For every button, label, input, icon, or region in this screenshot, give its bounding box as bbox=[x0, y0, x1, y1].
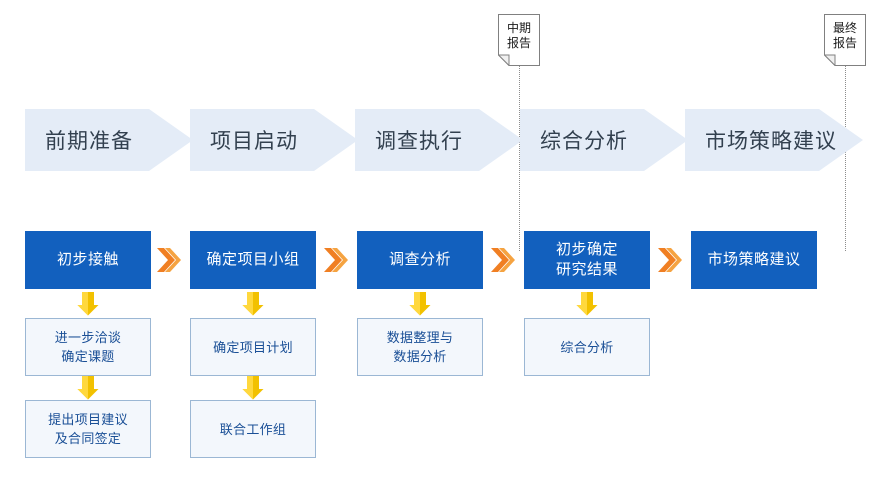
milestone-dotted-line-final bbox=[845, 66, 846, 251]
step-box-label-5: 市场策略建议 bbox=[707, 251, 801, 268]
document-icon bbox=[498, 14, 540, 66]
sub-box-1b[interactable]: 提出项目建议 及合同签定 bbox=[25, 400, 151, 458]
milestone-flag-final-report[interactable]: 最终 报告 bbox=[824, 14, 866, 66]
down-arrow-3a bbox=[409, 292, 431, 316]
down-arrow-2a bbox=[242, 292, 264, 316]
double-chevron-right-icon bbox=[157, 248, 181, 272]
sub-box-2a[interactable]: 确定项目计划 bbox=[190, 318, 316, 376]
milestone-label-final-report: 最终 报告 bbox=[832, 21, 857, 50]
document-icon bbox=[824, 14, 866, 66]
phase-chevron-3[interactable]: 调查执行 bbox=[355, 101, 523, 179]
arrow-down-icon bbox=[576, 292, 598, 316]
step-box-2[interactable]: 确定项目小组 bbox=[190, 231, 316, 289]
sub-box-3a[interactable]: 数据整理与 数据分析 bbox=[357, 318, 483, 376]
down-arrow-2b bbox=[242, 376, 264, 400]
phase-label-5: 市场策略建议 bbox=[705, 130, 837, 153]
arrow-down-icon bbox=[409, 292, 431, 316]
down-arrow-4a bbox=[576, 292, 598, 316]
phase-chevron-1[interactable]: 前期准备 bbox=[25, 101, 193, 179]
step-box-4[interactable]: 初步确定 研究结果 bbox=[524, 231, 650, 289]
phase-label-1: 前期准备 bbox=[45, 130, 133, 153]
sub-box-label-3a: 数据整理与 数据分析 bbox=[386, 330, 454, 364]
step-box-label-1: 初步接触 bbox=[56, 251, 119, 268]
sub-box-4a[interactable]: 综合分析 bbox=[524, 318, 650, 376]
orange-arrow-2 bbox=[323, 246, 349, 274]
step-box-5[interactable]: 市场策略建议 bbox=[691, 231, 817, 289]
down-arrow-1a bbox=[77, 292, 99, 316]
double-chevron-right-icon bbox=[324, 248, 348, 272]
phase-label-4: 综合分析 bbox=[540, 130, 628, 153]
arrow-down-icon bbox=[77, 292, 99, 316]
orange-arrow-1 bbox=[156, 246, 182, 274]
phase-label-3: 调查执行 bbox=[375, 130, 463, 153]
double-chevron-right-icon bbox=[491, 248, 515, 272]
sub-box-label-2a: 确定项目计划 bbox=[213, 339, 293, 355]
phase-label-2: 项目启动 bbox=[210, 130, 298, 153]
sub-box-1a[interactable]: 进一步洽谈 确定课题 bbox=[25, 318, 151, 376]
phase-chevron-5[interactable]: 市场策略建议 bbox=[685, 101, 863, 179]
sub-box-label-2b: 联合工作组 bbox=[219, 421, 287, 437]
double-chevron-right-icon bbox=[658, 248, 682, 272]
arrow-down-icon bbox=[242, 376, 264, 400]
step-box-3[interactable]: 调查分析 bbox=[357, 231, 483, 289]
sub-box-label-1a: 进一步洽谈 确定课题 bbox=[54, 330, 122, 364]
arrow-down-icon bbox=[242, 292, 264, 316]
arrow-down-icon bbox=[77, 376, 99, 400]
step-box-label-3: 调查分析 bbox=[388, 251, 451, 268]
step-box-1[interactable]: 初步接触 bbox=[25, 231, 151, 289]
step-box-label-2: 确定项目小组 bbox=[206, 251, 300, 268]
milestone-flag-mid-term-report[interactable]: 中期 报告 bbox=[498, 14, 540, 66]
orange-arrow-3 bbox=[490, 246, 516, 274]
down-arrow-1b bbox=[77, 376, 99, 400]
phase-chevron-2[interactable]: 项目启动 bbox=[190, 101, 358, 179]
phase-chevron-4[interactable]: 综合分析 bbox=[520, 101, 688, 179]
sub-box-label-1b: 提出项目建议 及合同签定 bbox=[48, 412, 128, 446]
milestone-dotted-line-mid-term bbox=[519, 66, 520, 251]
orange-arrow-4 bbox=[657, 246, 683, 274]
sub-box-label-4a: 综合分析 bbox=[560, 339, 614, 355]
sub-box-2b[interactable]: 联合工作组 bbox=[190, 400, 316, 458]
milestone-label-mid-term-report: 中期 报告 bbox=[506, 21, 531, 50]
step-box-label-4: 初步确定 研究结果 bbox=[555, 241, 618, 278]
